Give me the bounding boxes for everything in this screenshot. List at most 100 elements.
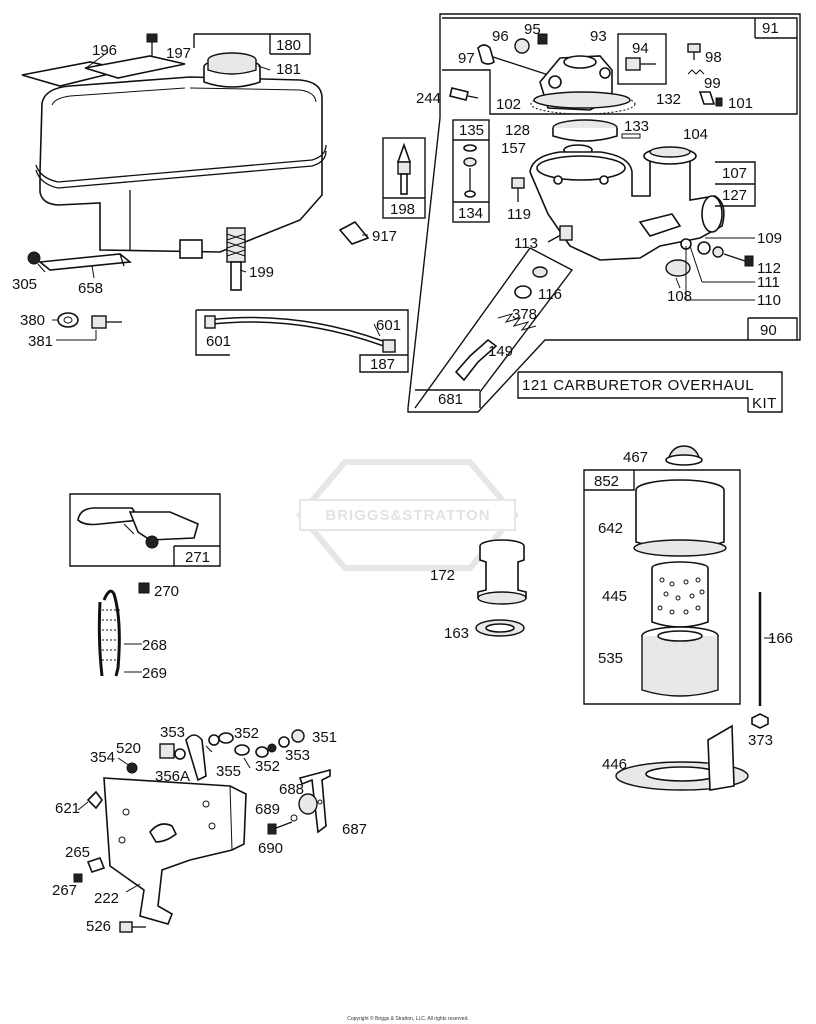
label-112: 112 bbox=[757, 260, 781, 277]
label-380: 380 bbox=[20, 312, 45, 329]
label-355: 355 bbox=[216, 763, 241, 780]
label-128: 128 bbox=[505, 122, 530, 139]
label-107: 107 bbox=[722, 165, 747, 182]
label-373: 373 bbox=[748, 732, 773, 749]
label-102: 102 bbox=[496, 96, 521, 113]
label-157: 157 bbox=[501, 140, 526, 157]
label-353-lower: 353 bbox=[285, 747, 310, 764]
label-520: 520 bbox=[116, 740, 141, 757]
label-98: 98 bbox=[705, 49, 722, 66]
fuel-tank bbox=[35, 52, 327, 259]
label-267: 267 bbox=[52, 882, 77, 899]
label-163: 163 bbox=[444, 625, 469, 642]
copyright-notice: Copyright © Briggs & Stratton, LLC. All … bbox=[347, 1015, 469, 1022]
clip-917 bbox=[338, 220, 370, 245]
label-127: 127 bbox=[722, 187, 747, 204]
label-351: 351 bbox=[312, 729, 337, 746]
label-94: 94 bbox=[632, 40, 649, 57]
label-352-top: 352 bbox=[234, 725, 259, 742]
label-110: 110 bbox=[757, 292, 781, 309]
fitting-244 bbox=[449, 87, 479, 101]
label-97: 97 bbox=[458, 50, 475, 67]
label-244: 244 bbox=[416, 90, 441, 107]
label-690: 690 bbox=[258, 840, 283, 857]
fuel-outlet-fitting bbox=[226, 227, 246, 291]
throttle-parts bbox=[687, 43, 723, 107]
label-378: 378 bbox=[512, 306, 537, 323]
fuel-tank-group bbox=[21, 33, 327, 341]
label-95: 95 bbox=[524, 21, 541, 38]
label-269: 269 bbox=[142, 665, 167, 682]
label-305: 305 bbox=[12, 276, 37, 293]
label-90: 90 bbox=[760, 322, 777, 339]
label-601-right: 601 bbox=[376, 317, 401, 334]
label-535: 535 bbox=[598, 650, 623, 667]
tank-mount-bracket bbox=[27, 251, 133, 271]
carburetor-main-body bbox=[529, 146, 725, 261]
filter-172 bbox=[477, 539, 527, 605]
label-149: 149 bbox=[488, 343, 513, 360]
label-601-left: 601 bbox=[206, 333, 231, 350]
label-852: 852 bbox=[594, 473, 619, 490]
watermark-brand: BRIGGS&STRATTON bbox=[325, 507, 490, 524]
part-number-labels: 196 197 180 181 305 658 199 380 381 198 … bbox=[12, 20, 793, 935]
label-132: 132 bbox=[656, 91, 681, 108]
label-352-lower: 352 bbox=[255, 758, 280, 775]
label-642: 642 bbox=[598, 520, 623, 537]
label-99: 99 bbox=[704, 75, 721, 92]
control-lever-box bbox=[69, 493, 221, 567]
label-621: 621 bbox=[55, 800, 80, 817]
label-658: 658 bbox=[78, 280, 103, 297]
label-166: 166 bbox=[768, 630, 793, 647]
label-180: 180 bbox=[276, 37, 301, 54]
label-270: 270 bbox=[154, 583, 179, 600]
label-445: 445 bbox=[602, 588, 627, 605]
label-354: 354 bbox=[90, 749, 115, 766]
fuel-line-box bbox=[195, 309, 409, 373]
label-689: 689 bbox=[255, 801, 280, 818]
label-199: 199 bbox=[249, 264, 274, 281]
label-172: 172 bbox=[430, 567, 455, 584]
label-113: 113 bbox=[514, 235, 538, 252]
label-134: 134 bbox=[458, 205, 483, 222]
label-108: 108 bbox=[667, 288, 692, 305]
label-467: 467 bbox=[623, 449, 648, 466]
label-91: 91 bbox=[762, 20, 779, 37]
seal-163 bbox=[475, 619, 525, 637]
label-526: 526 bbox=[86, 918, 111, 935]
label-687: 687 bbox=[342, 821, 367, 838]
label-187: 187 bbox=[370, 356, 395, 373]
control-bracket-group bbox=[73, 729, 331, 933]
label-93: 93 bbox=[590, 28, 607, 45]
screw-197 bbox=[146, 33, 158, 56]
label-917: 917 bbox=[372, 228, 397, 245]
jet-assembly-681 bbox=[414, 247, 574, 409]
label-381: 381 bbox=[28, 333, 53, 350]
label-222: 222 bbox=[94, 890, 119, 907]
label-111: 111 bbox=[757, 274, 780, 291]
label-681: 681 bbox=[438, 391, 463, 408]
label-135: 135 bbox=[459, 122, 484, 139]
brand-watermark: BRIGGS&STRATTON bbox=[296, 459, 519, 571]
label-96: 96 bbox=[492, 28, 509, 45]
label-119: 119 bbox=[507, 206, 531, 223]
label-446: 446 bbox=[602, 756, 627, 773]
label-197: 197 bbox=[166, 45, 191, 62]
label-265: 265 bbox=[65, 844, 90, 861]
label-104: 104 bbox=[683, 126, 708, 143]
label-109: 109 bbox=[757, 230, 782, 247]
label-198: 198 bbox=[390, 201, 415, 218]
label-353-top: 353 bbox=[160, 724, 185, 741]
label-101: 101 bbox=[728, 95, 753, 112]
washer-and-bolt bbox=[57, 312, 122, 329]
air-cleaner-base bbox=[615, 724, 749, 791]
label-133: 133 bbox=[624, 118, 649, 135]
label-181: 181 bbox=[276, 61, 301, 78]
label-271: 271 bbox=[185, 549, 210, 566]
needle-valve-box bbox=[382, 137, 426, 219]
carburetor-group bbox=[407, 13, 801, 413]
label-116: 116 bbox=[538, 286, 562, 303]
control-cable bbox=[97, 582, 150, 677]
label-268: 268 bbox=[142, 637, 167, 654]
